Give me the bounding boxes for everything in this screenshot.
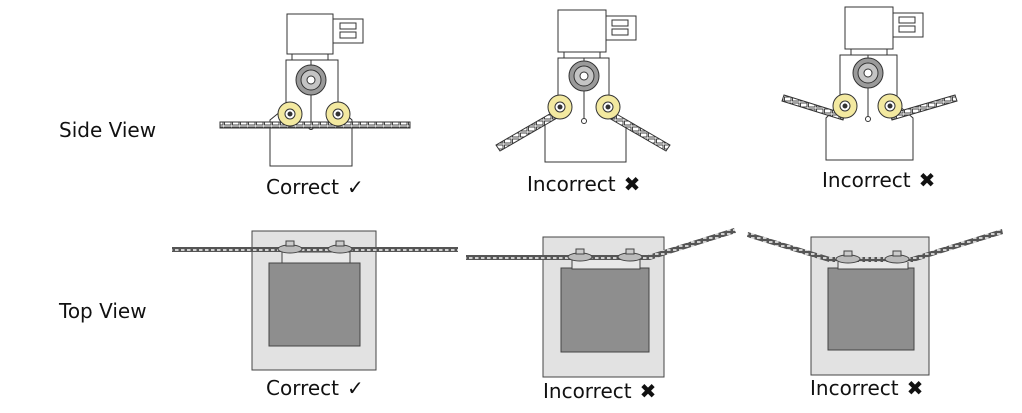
side-view-correct-diagram — [219, 13, 411, 167]
cross-icon: ✖ — [906, 376, 924, 400]
top-view-label: Top View — [59, 299, 147, 323]
top-view-incorrect-diagram-2 — [747, 229, 1003, 376]
side-caption-correct: Correct ✓ — [266, 175, 364, 199]
side-view-label: Side View — [59, 118, 157, 142]
top-caption-incorrect-2: Incorrect ✖ — [810, 376, 923, 400]
chain — [466, 255, 650, 260]
caption-text: Incorrect — [822, 168, 911, 192]
motor-housing — [286, 13, 334, 55]
side-caption-incorrect-2: Incorrect ✖ — [822, 168, 935, 192]
caption-text: Incorrect — [527, 172, 616, 196]
top-caption-correct: Correct ✓ — [266, 376, 364, 400]
side-caption-incorrect-1: Incorrect ✖ — [527, 172, 640, 196]
side-view-incorrect-diagram-1 — [495, 9, 671, 163]
cross-icon: ✖ — [918, 168, 936, 192]
top-caption-incorrect-1: Incorrect ✖ — [543, 379, 656, 403]
cross-icon: ✖ — [623, 172, 641, 196]
chain — [172, 247, 458, 252]
top-view-incorrect-diagram-1 — [466, 228, 736, 378]
cross-icon: ✖ — [639, 379, 657, 403]
caption-text: Incorrect — [810, 376, 899, 400]
caption-text: Correct — [266, 376, 339, 400]
chain — [219, 121, 411, 129]
chain — [747, 232, 830, 262]
check-icon: ✓ — [347, 175, 364, 199]
chain — [781, 94, 846, 121]
caption-text: Incorrect — [543, 379, 632, 403]
side-view-incorrect-diagram-2 — [781, 6, 958, 161]
top-view-correct-diagram — [172, 230, 458, 371]
caption-text: Correct — [266, 175, 339, 199]
check-icon: ✓ — [347, 376, 364, 400]
motor-connector — [332, 18, 364, 44]
